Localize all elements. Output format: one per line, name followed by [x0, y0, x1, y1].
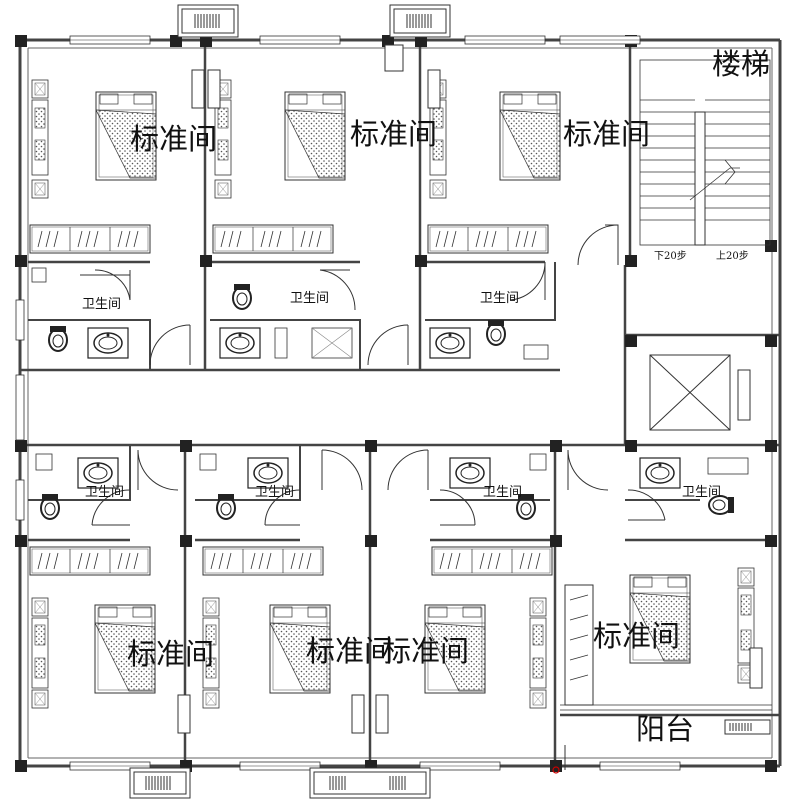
bath-label-bottom-3: 卫生间	[483, 485, 523, 500]
balcony-label: 阳台	[636, 712, 695, 746]
room-label-top-1: 标准间	[130, 122, 218, 156]
stairs-label: 楼梯	[712, 47, 771, 81]
bath-label-top-1: 卫生间	[82, 297, 122, 312]
room-label-bottom-1: 标准间	[127, 637, 215, 671]
stair-down-note: 下20步	[654, 251, 687, 262]
room-label-top-3: 标准间	[563, 117, 651, 151]
bath-label-bottom-4: 卫生间	[682, 485, 722, 500]
bath-label-top-2: 卫生间	[290, 291, 330, 306]
room-label-bottom-4: 标准间	[593, 619, 681, 653]
room-label-top-2: 标准间	[350, 117, 438, 151]
bath-label-bottom-1: 卫生间	[85, 485, 125, 500]
bath-label-bottom-2: 卫生间	[255, 485, 295, 500]
room-label-bottom-2: 标准间	[306, 634, 394, 668]
room-label-bottom-3: 标准间	[382, 634, 470, 668]
stair-up-note: 上20步	[716, 251, 749, 262]
bath-label-top-3: 卫生间	[480, 291, 520, 306]
